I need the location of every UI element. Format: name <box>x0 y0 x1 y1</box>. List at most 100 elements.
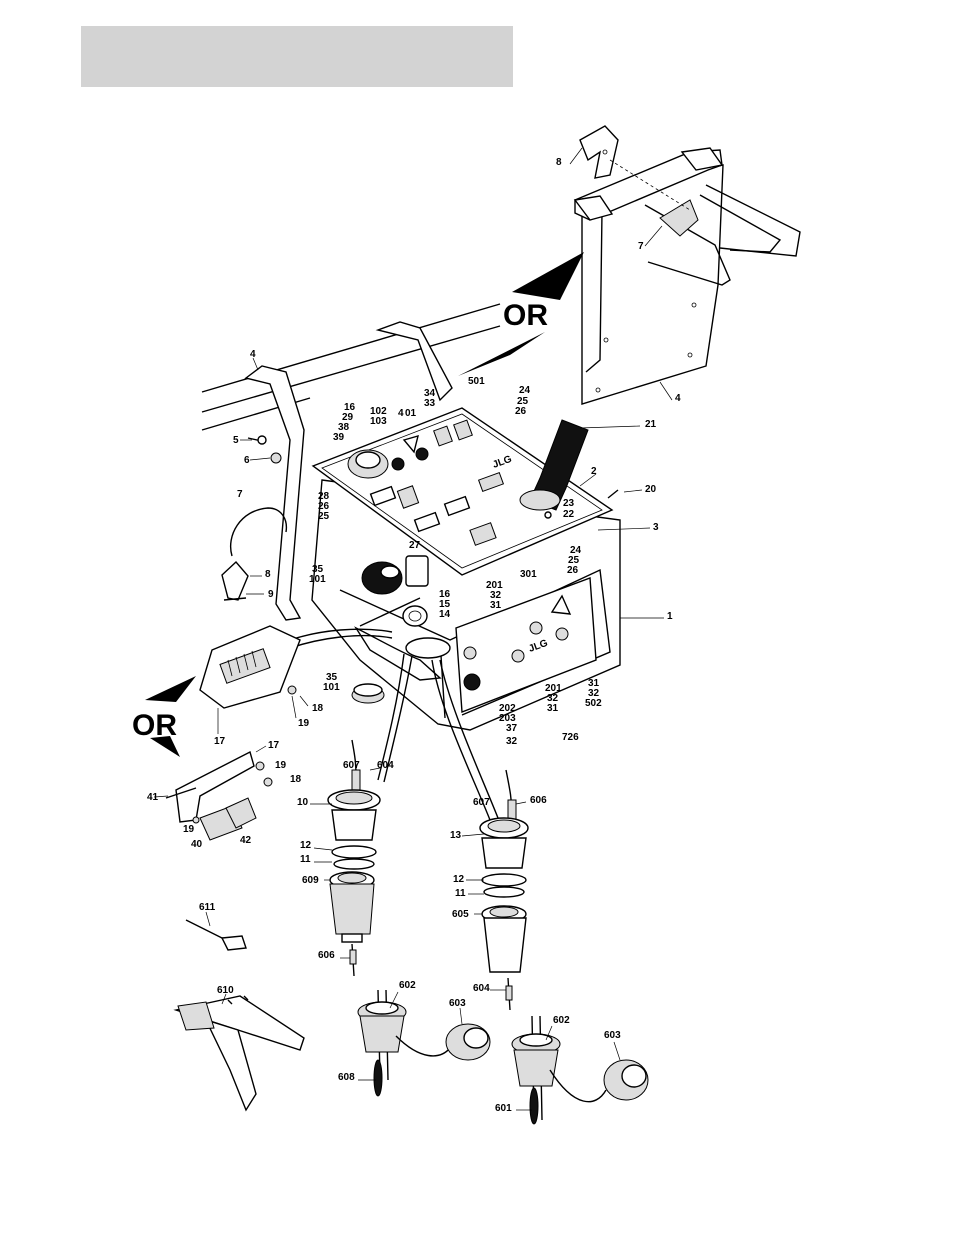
part-callout: 18 <box>290 774 302 785</box>
part-callout: 12 <box>300 840 312 851</box>
part-callout: 9 <box>268 589 274 600</box>
part-callout: 37 <box>506 723 518 734</box>
or-indicator-lower: OR <box>132 676 196 757</box>
part-callout: 609 <box>302 875 319 886</box>
mount-box-assembly <box>569 125 801 405</box>
connector-assembly-left <box>310 739 491 1097</box>
part-callout: 26 <box>318 501 330 512</box>
part-callout: 7 <box>638 241 644 252</box>
part-callout: 607 <box>343 760 360 771</box>
or-label-lower: OR <box>132 709 177 742</box>
part-callout: 16 <box>439 589 451 600</box>
part-callout: 26 <box>515 406 527 417</box>
part-callout: 19 <box>183 824 195 835</box>
part-callout: 101 <box>323 682 340 693</box>
part-callout: 202 <box>499 703 516 714</box>
part-callout: 102 <box>370 406 387 417</box>
part-callout: 42 <box>240 835 252 846</box>
part-callout: 33 <box>424 398 436 409</box>
part-callout: 13 <box>450 830 462 841</box>
or-label-upper: OR <box>503 299 548 332</box>
part-callout: 501 <box>468 376 485 387</box>
part-callout: 5 <box>233 435 239 446</box>
part-callout: 25 <box>318 511 330 522</box>
part-callout: 2 <box>591 466 597 477</box>
part-callout: 28 <box>318 491 330 502</box>
part-callout: 26 <box>567 565 579 576</box>
part-callout: 19 <box>298 718 310 729</box>
part-callout: 23 <box>563 498 575 509</box>
part-callout: 201 <box>486 580 503 591</box>
part-callout: 3 <box>653 522 659 533</box>
part-callout: 602 <box>399 980 416 991</box>
part-callout: 31 <box>588 678 600 689</box>
part-callout: 27 <box>409 540 421 551</box>
connector-assembly-right <box>461 769 649 1125</box>
part-callout: 605 <box>452 909 469 920</box>
part-callout: 31 <box>490 600 502 611</box>
part-callout: 24 <box>519 385 531 396</box>
part-callout: 6 <box>244 455 250 466</box>
part-callout: 40 <box>191 839 203 850</box>
part-callout: 17 <box>268 740 280 751</box>
part-callout: 601 <box>495 1103 512 1114</box>
part-callout: 606 <box>318 950 335 961</box>
part-callout: 4 <box>250 349 256 360</box>
part-callout: 32 <box>506 736 518 747</box>
part-callout: 15 <box>439 599 451 610</box>
part-callout: 25 <box>568 555 580 566</box>
part-callout: 603 <box>449 998 466 1009</box>
part-callout: 18 <box>312 703 324 714</box>
part-callout: 611 <box>199 902 216 913</box>
part-callout: 16 <box>344 402 356 413</box>
header-gray-bar <box>81 26 513 87</box>
part-callout: 602 <box>553 1015 570 1026</box>
part-callout: 01 <box>405 408 417 419</box>
part-callout: 4 <box>398 408 404 419</box>
part-callout: 101 <box>309 574 326 585</box>
part-callout: 35 <box>326 672 338 683</box>
part-callout: 606 <box>530 795 547 806</box>
part-callout: 301 <box>520 569 537 580</box>
part-callout: 203 <box>499 713 516 724</box>
part-callout: 607 <box>473 797 490 808</box>
part-callout: 608 <box>338 1072 355 1083</box>
part-callout: 11 <box>300 854 311 865</box>
part-callout: 39 <box>333 432 345 443</box>
part-callout: 8 <box>265 569 271 580</box>
part-callout: 19 <box>275 760 287 771</box>
part-callout: 21 <box>645 419 657 430</box>
part-callout: 41 <box>147 792 159 803</box>
part-callout: 25 <box>517 396 529 407</box>
part-callout: 7 <box>237 489 243 500</box>
part-callout: 604 <box>377 760 394 771</box>
part-callout: 12 <box>453 874 465 885</box>
part-callout: 603 <box>604 1030 621 1041</box>
part-callout: 32 <box>490 590 502 601</box>
part-callout: 726 <box>562 732 579 743</box>
part-callout: 610 <box>217 985 234 996</box>
part-callout: 31 <box>547 703 559 714</box>
part-callout: 8 <box>556 157 562 168</box>
part-callout: 29 <box>342 412 354 423</box>
part-callout: 17 <box>214 736 226 747</box>
part-callout: 11 <box>455 888 466 899</box>
part-callout: 20 <box>645 484 657 495</box>
part-callout: 34 <box>424 388 436 399</box>
part-callout: 604 <box>473 983 490 994</box>
guard-rail <box>201 303 501 621</box>
part-callout: 38 <box>338 422 350 433</box>
part-callout: 4 <box>675 393 681 404</box>
part-callout: 24 <box>570 545 582 556</box>
tools <box>173 911 305 1112</box>
or-indicator-upper: OR <box>458 252 584 376</box>
control-box: JLG JLG <box>311 407 664 731</box>
part-callout: 103 <box>370 416 387 427</box>
part-callout: 14 <box>439 609 451 620</box>
part-callout: 1 <box>667 611 673 622</box>
loose-parts <box>153 435 499 841</box>
part-callout: 32 <box>547 693 559 704</box>
part-callout: 35 <box>312 564 324 575</box>
